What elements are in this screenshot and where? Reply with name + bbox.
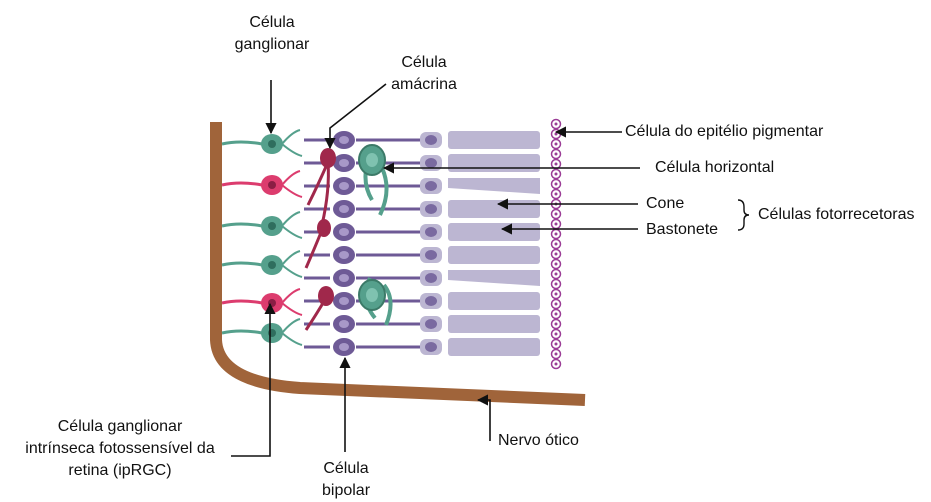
ganglion-cells <box>222 130 302 345</box>
rod-outer-segment <box>448 200 540 218</box>
ganglion-axon <box>222 301 262 303</box>
bipolar-nucleus <box>339 343 349 351</box>
rod-outer-segment <box>448 315 540 333</box>
ganglion-nucleus <box>268 222 276 230</box>
bipolar-nucleus <box>339 320 349 328</box>
ganglion-dendrite <box>282 130 302 156</box>
bipolar-label-line2: bipolar <box>296 480 396 502</box>
pigment-granule <box>555 303 558 306</box>
pigment-granule <box>555 353 558 356</box>
pigment-granule <box>555 273 558 276</box>
rod-outer-segment <box>448 338 540 356</box>
rod-label: Bastonete <box>646 219 718 241</box>
photoreceptor-nucleus <box>425 319 437 329</box>
bipolar-nucleus <box>339 136 349 144</box>
ganglion-axon <box>222 263 262 265</box>
ganglion-dendrite <box>282 251 302 277</box>
pigment-granule <box>555 323 558 326</box>
pigment-granule <box>555 313 558 316</box>
pigment-granule <box>555 173 558 176</box>
ganglion-axon <box>222 142 262 144</box>
photoreceptors-label: Células fotorrecetoras <box>758 204 915 226</box>
bipolar-nucleus <box>339 228 349 236</box>
photoreceptor-nucleus <box>425 204 437 214</box>
pigment-granule <box>555 263 558 266</box>
pigment-granule <box>555 333 558 336</box>
pigment-granule <box>555 243 558 246</box>
pigment-granule <box>555 253 558 256</box>
iprgc-label-line3: retina (ipRGC) <box>0 460 240 482</box>
ganglion-axon <box>222 224 262 226</box>
photoreceptor-nucleus <box>425 296 437 306</box>
bipolar-nucleus <box>339 182 349 190</box>
pigment-granule <box>555 193 558 196</box>
photoreceptor-nucleus <box>425 135 437 145</box>
bipolar-nucleus <box>339 274 349 282</box>
photoreceptor-layer <box>304 131 540 356</box>
pigment-granule <box>555 133 558 136</box>
horizontal-cell-label: Célula horizontal <box>655 157 774 179</box>
amacrine-cell-label: Célula amácrina <box>372 52 476 96</box>
pigment-granule <box>555 143 558 146</box>
cone-label: Cone <box>646 193 684 215</box>
bipolar-nucleus <box>339 205 349 213</box>
cone-outer-segment <box>448 270 540 286</box>
ganglion-cell-label: Célula ganglionar <box>220 12 324 56</box>
pigment-granule <box>555 363 558 366</box>
photoreceptor-nucleus <box>425 342 437 352</box>
ganglion-nucleus <box>268 261 276 269</box>
iprgc-label: Célula ganglionar intrínseca fotossensív… <box>0 416 240 482</box>
pigment-granule <box>555 123 558 126</box>
ganglion-axon <box>222 183 262 185</box>
pigment-granule <box>555 183 558 186</box>
ganglion-dendrite <box>282 212 302 238</box>
bipolar-nucleus <box>339 251 349 259</box>
pigment-granule <box>555 213 558 216</box>
ganglion-dendrite <box>282 171 302 197</box>
ganglion-dendrite <box>282 319 302 345</box>
rod-outer-segment <box>448 246 540 264</box>
pigment-granule <box>555 163 558 166</box>
ganglion-label-line1: Célula <box>220 12 324 34</box>
ganglion-dendrite <box>282 289 302 315</box>
bipolar-nucleus <box>339 297 349 305</box>
ganglion-nucleus <box>268 181 276 189</box>
photoreceptor-nucleus <box>425 273 437 283</box>
photoreceptor-nucleus <box>425 158 437 168</box>
pigment-epithelium-cells <box>552 120 561 369</box>
iprgc-label-line2: intrínseca fotossensível da <box>0 438 240 460</box>
amacrine-label-line2: amácrina <box>372 74 476 96</box>
pigment-granule <box>555 293 558 296</box>
bipolar-nucleus <box>339 159 349 167</box>
rod-outer-segment <box>448 223 540 241</box>
ganglion-axon <box>222 331 262 333</box>
ganglion-nucleus <box>268 140 276 148</box>
amacrine-label-line1: Célula <box>372 52 476 74</box>
pigment-epithelium-label: Célula do epitélio pigmentar <box>625 121 823 143</box>
iprgc-label-line1: Célula ganglionar <box>0 416 240 438</box>
ganglion-label-line2: ganglionar <box>220 34 324 56</box>
photoreceptor-nucleus <box>425 227 437 237</box>
photoreceptor-nucleus <box>425 181 437 191</box>
rod-outer-segment <box>448 131 540 149</box>
horizontal-cells <box>359 145 391 325</box>
cone-outer-segment <box>448 178 540 194</box>
pigment-granule <box>555 283 558 286</box>
amacrine-cells <box>306 148 336 330</box>
pigment-granule <box>555 223 558 226</box>
photoreceptor-nucleus <box>425 250 437 260</box>
rod-outer-segment <box>448 154 540 172</box>
rod-outer-segment <box>448 292 540 310</box>
optic-nerve-label: Nervo ótico <box>498 430 579 452</box>
bipolar-cell-label: Célula bipolar <box>296 458 396 502</box>
bipolar-label-line1: Célula <box>296 458 396 480</box>
pigment-granule <box>555 233 558 236</box>
pigment-granule <box>555 153 558 156</box>
pigment-granule <box>555 343 558 346</box>
